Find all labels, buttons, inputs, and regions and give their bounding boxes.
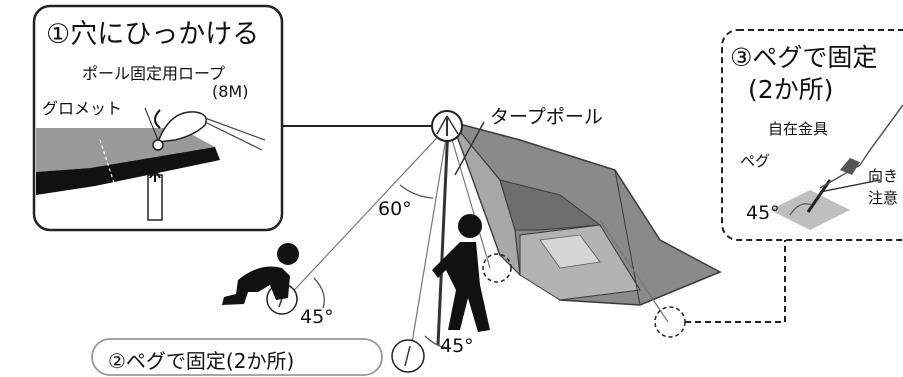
angle-45-left-label: 45° xyxy=(300,306,334,328)
step3-angle-label: 45° xyxy=(746,202,780,224)
connector-line-step3 xyxy=(685,240,786,323)
walking-person-icon xyxy=(432,214,490,332)
angle-45-right-label: 45° xyxy=(440,335,474,357)
angle-60-label: 60° xyxy=(378,198,412,220)
step3-box xyxy=(721,29,903,241)
pole-top-circle xyxy=(431,110,463,142)
adjuster-label: 自在金具 xyxy=(768,120,829,138)
tarp xyxy=(450,120,722,306)
guy-lines xyxy=(284,125,669,356)
step1-detail-illustration xyxy=(36,107,266,221)
tarp-pole xyxy=(436,125,450,346)
angle-arc-60 xyxy=(399,184,434,199)
dashed-circle-right-peg xyxy=(654,306,686,338)
step2-title: ②ペグで固定(2か所) xyxy=(108,349,295,373)
grommet-label: グロメット xyxy=(42,99,123,118)
step2-capsule xyxy=(91,338,383,376)
tarp-pole-leader xyxy=(454,121,485,176)
note-line2: 注意 xyxy=(868,189,899,207)
angle-arc-45-right xyxy=(424,335,448,349)
step3-subtitle: (2か所) xyxy=(748,75,834,104)
tarp-pole-label: タープポール xyxy=(490,106,603,128)
angle-arc-45-left xyxy=(313,277,325,309)
rope-length-label: (8M) xyxy=(212,82,249,101)
rope-label: ポール固定用ロープ xyxy=(82,64,226,83)
kneeling-person-icon xyxy=(222,243,299,305)
step3-title: ③ペグで固定 xyxy=(730,43,878,72)
peg-label: ペグ xyxy=(740,152,771,170)
step3-detail-illustration xyxy=(770,104,903,230)
step1-title: ①穴にひっかける xyxy=(46,19,260,50)
note-line1: 向き xyxy=(868,167,899,185)
dashed-circle-left-peg xyxy=(482,253,512,283)
